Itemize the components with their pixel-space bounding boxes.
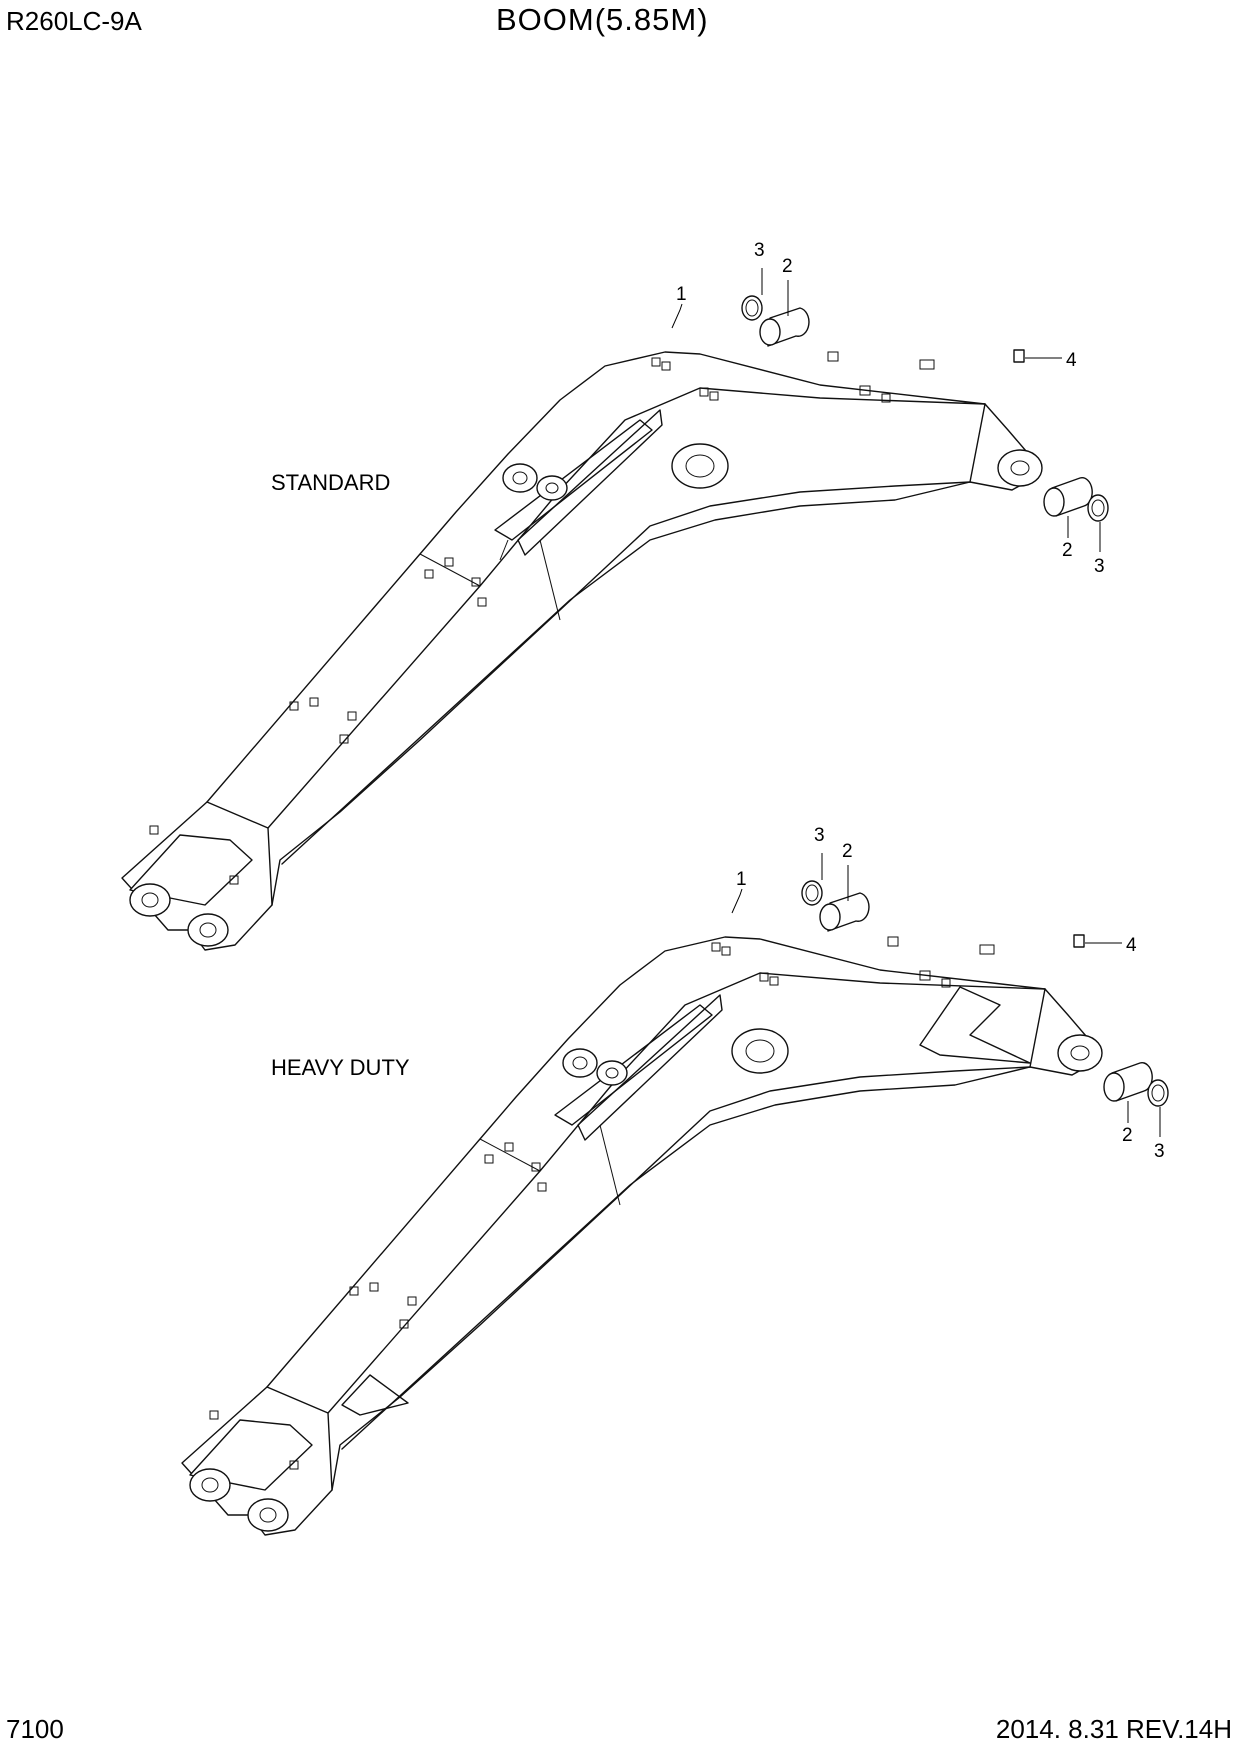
view-label-heavy-duty: HEAVY DUTY — [271, 1055, 410, 1080]
callout-3: 3 — [754, 240, 765, 261]
callout-2: 2 — [782, 256, 793, 277]
callout-3: 3 — [814, 825, 825, 846]
callout-4: 4 — [1126, 935, 1137, 956]
callout-3: 3 — [1154, 1141, 1165, 1162]
callout-1: 1 — [736, 869, 747, 890]
callout-2: 2 — [842, 841, 853, 862]
view-label-standard: STANDARD — [271, 470, 391, 495]
page-number: 7100 — [6, 1714, 64, 1744]
callout-2: 2 — [1062, 540, 1073, 561]
callout-2: 2 — [1122, 1125, 1133, 1146]
revision-date: 2014. 8.31 REV.14H — [995, 1714, 1232, 1744]
callout-3: 3 — [1094, 556, 1105, 577]
callout-1: 1 — [676, 284, 687, 305]
model-number: R260LC-9A — [6, 6, 142, 36]
boom-standard: 3 2 1 4 2 3 — [121, 240, 1109, 951]
callout-4: 4 — [1066, 350, 1077, 371]
page-title: BOOM(5.85M) — [496, 2, 709, 37]
boom-heavy-duty: 3 2 1 4 2 3 — [181, 825, 1169, 1536]
